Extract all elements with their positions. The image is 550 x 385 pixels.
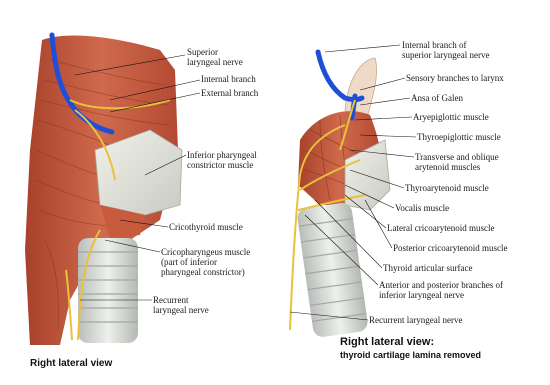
label-superior-laryngeal-nerve: Superior laryngeal nerve [187,47,243,67]
caption-right: Right lateral view: [340,336,434,348]
label-vocalis: Vocalis muscle [395,203,449,213]
label-ant-post-branches: Anterior and posterior branches of infer… [379,280,503,300]
label-recurrent-laryngeal-nerve-right: Recurrent laryngeal nerve [369,315,462,325]
label-thyroarytenoid: Thyroarytenoid muscle [405,183,489,193]
label-posterior-cricoarytenoid: Posterior cricoarytenoid muscle [393,243,507,253]
label-recurrent-laryngeal-nerve-left: Recurrent laryngeal nerve [153,295,209,315]
trachea-right [296,202,369,338]
trachea-left [78,238,138,343]
label-cricothyroid-muscle: Cricothyroid muscle [169,222,243,232]
label-thyroid-articular-surface: Thyroid articular surface [383,263,472,273]
label-thyroepiglottic: Thyroepiglottic muscle [417,132,501,142]
label-inferior-pharyngeal-constrictor: Inferior pharyngeal constrictor muscle [187,150,257,170]
label-internal-branch-superior: Internal branch of superior laryngeal ne… [402,40,489,60]
label-ansa-of-galen: Ansa of Galen [411,93,463,103]
label-lateral-cricoarytenoid: Lateral cricoarytenoid muscle [387,223,494,233]
label-transverse-oblique-arytenoid: Transverse and oblique arytenoid muscles [415,152,499,172]
label-aryepiglottic: Aryepiglottic muscle [413,112,489,122]
label-sensory-branches: Sensory branches to larynx [406,73,504,83]
subcaption-right: thyroid cartilage lamina removed [340,350,481,360]
label-cricopharyngeus-muscle: Cricopharyngeus muscle (part of inferior… [161,247,250,277]
label-internal-branch: Internal branch [201,74,256,84]
label-external-branch: External branch [201,88,258,98]
caption-left: Right lateral view [30,358,112,369]
right-larynx-illustration [290,52,390,338]
